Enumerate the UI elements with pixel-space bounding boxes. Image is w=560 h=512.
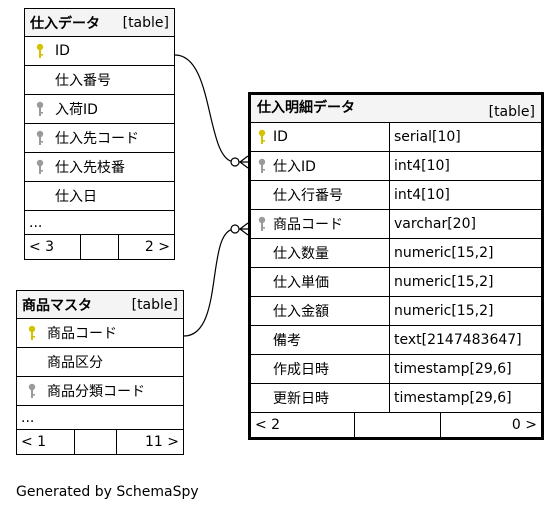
table-header: 仕入明細データ [table] bbox=[251, 95, 541, 123]
column-type: serial[10] bbox=[389, 123, 541, 151]
column-name: 作成日時 bbox=[273, 362, 329, 378]
column-name: 仕入日 bbox=[55, 189, 97, 205]
generator-credit: Generated by SchemaSpy bbox=[16, 484, 199, 500]
column-name: 仕入番号 bbox=[55, 73, 111, 89]
column-name: 備考 bbox=[273, 333, 301, 349]
primary-key-icon bbox=[17, 325, 47, 341]
table-name: 仕入データ bbox=[30, 15, 100, 32]
column-name: 入荷ID bbox=[55, 102, 98, 118]
primary-key-icon bbox=[25, 43, 55, 59]
column-name: 商品分類コード bbox=[47, 384, 145, 400]
table-type-label: [table] bbox=[122, 14, 169, 31]
column-name: 仕入先枝番 bbox=[55, 160, 125, 176]
column-row[interactable]: 商品分類コード bbox=[17, 377, 183, 406]
column-row[interactable]: 商品コード bbox=[17, 319, 183, 348]
column-name: ID bbox=[55, 43, 70, 59]
column-row[interactable]: 仕入番号 bbox=[25, 66, 174, 95]
relations-nav: < 2 0 > bbox=[251, 413, 541, 437]
column-row[interactable]: ID bbox=[25, 37, 174, 66]
column-type: timestamp[29,6] bbox=[389, 384, 541, 412]
table-shohin[interactable]: 商品マスタ [table] 商品コード 商品区分 商品分類コード ... < 1… bbox=[16, 290, 184, 455]
parents-count[interactable]: < 2 bbox=[251, 413, 355, 437]
column-type: text[2147483647] bbox=[389, 326, 541, 354]
table-type-label: [table] bbox=[131, 296, 178, 313]
relation-crowfoot bbox=[239, 155, 249, 169]
column-name: 仕入金額 bbox=[273, 304, 329, 320]
relations-nav: < 1 11 > bbox=[17, 430, 183, 454]
more-columns-indicator[interactable]: ... bbox=[25, 211, 174, 235]
foreign-key-icon bbox=[251, 216, 273, 232]
relation-crowfoot bbox=[239, 222, 249, 236]
relation-shiire-meisai bbox=[174, 54, 248, 163]
column-row[interactable]: 入荷ID bbox=[25, 95, 174, 124]
column-row[interactable]: 更新日時 timestamp[29,6] bbox=[251, 384, 541, 413]
column-row[interactable]: ID serial[10] bbox=[251, 123, 541, 152]
column-type: numeric[15,2] bbox=[389, 297, 541, 325]
column-name: 仕入行番号 bbox=[273, 188, 343, 204]
column-row[interactable]: 商品区分 bbox=[17, 348, 183, 377]
column-row[interactable]: 仕入単価 numeric[15,2] bbox=[251, 268, 541, 297]
column-name: 更新日時 bbox=[273, 391, 329, 407]
relation-optional-marker bbox=[230, 224, 240, 234]
column-row[interactable]: 仕入先枝番 bbox=[25, 153, 174, 182]
column-name: 商品区分 bbox=[47, 355, 103, 371]
foreign-key-icon bbox=[17, 383, 47, 399]
column-row[interactable]: 商品コード varchar[20] bbox=[251, 210, 541, 239]
column-row[interactable]: 備考 text[2147483647] bbox=[251, 326, 541, 355]
column-row[interactable]: 仕入金額 numeric[15,2] bbox=[251, 297, 541, 326]
column-type: numeric[15,2] bbox=[389, 239, 541, 267]
foreign-key-icon bbox=[251, 158, 273, 174]
table-header: 仕入データ [table] bbox=[25, 9, 174, 37]
column-type: varchar[20] bbox=[389, 210, 541, 238]
table-name: 仕入明細データ bbox=[257, 100, 355, 116]
column-type: int4[10] bbox=[389, 181, 541, 209]
column-row[interactable]: 作成日時 timestamp[29,6] bbox=[251, 355, 541, 384]
parents-count[interactable]: < 3 bbox=[25, 235, 81, 259]
column-name: 商品コード bbox=[273, 217, 343, 233]
column-name: 仕入ID bbox=[273, 159, 316, 175]
primary-key-icon bbox=[251, 129, 273, 145]
column-row[interactable]: 仕入行番号 int4[10] bbox=[251, 181, 541, 210]
table-name: 商品マスタ bbox=[22, 297, 92, 314]
table-header: 商品マスタ [table] bbox=[17, 291, 183, 319]
foreign-key-icon bbox=[25, 130, 55, 146]
children-count[interactable]: 11 > bbox=[145, 434, 179, 450]
column-row[interactable]: 仕入日 bbox=[25, 182, 174, 211]
parents-count[interactable]: < 1 bbox=[17, 430, 75, 454]
column-row[interactable]: 仕入数量 numeric[15,2] bbox=[251, 239, 541, 268]
column-name: 仕入数量 bbox=[273, 246, 329, 262]
foreign-key-icon bbox=[25, 101, 55, 117]
column-row[interactable]: 仕入先コード bbox=[25, 124, 174, 153]
column-type: timestamp[29,6] bbox=[389, 355, 541, 383]
column-type: numeric[15,2] bbox=[389, 268, 541, 296]
children-count[interactable]: 2 > bbox=[144, 239, 170, 255]
relations-nav: < 3 2 > bbox=[25, 235, 174, 259]
column-type: int4[10] bbox=[389, 152, 541, 180]
relation-shohin-meisai bbox=[183, 228, 248, 337]
column-name: 仕入先コード bbox=[55, 131, 139, 147]
table-shiire[interactable]: 仕入データ [table] ID 仕入番号 入荷ID 仕入先コード 仕入先枝番 … bbox=[24, 8, 175, 260]
foreign-key-icon bbox=[25, 159, 55, 175]
children-count[interactable]: 0 > bbox=[511, 417, 537, 433]
more-columns-indicator[interactable]: ... bbox=[17, 406, 183, 430]
relation-optional-marker bbox=[230, 157, 240, 167]
column-name: 仕入単価 bbox=[273, 275, 329, 291]
table-type-label: [table] bbox=[488, 104, 535, 120]
column-row[interactable]: 仕入ID int4[10] bbox=[251, 152, 541, 181]
column-name: ID bbox=[273, 129, 288, 145]
table-meisai[interactable]: 仕入明細データ [table] ID serial[10] 仕入ID int4[… bbox=[248, 92, 544, 440]
column-name: 商品コード bbox=[47, 326, 117, 342]
